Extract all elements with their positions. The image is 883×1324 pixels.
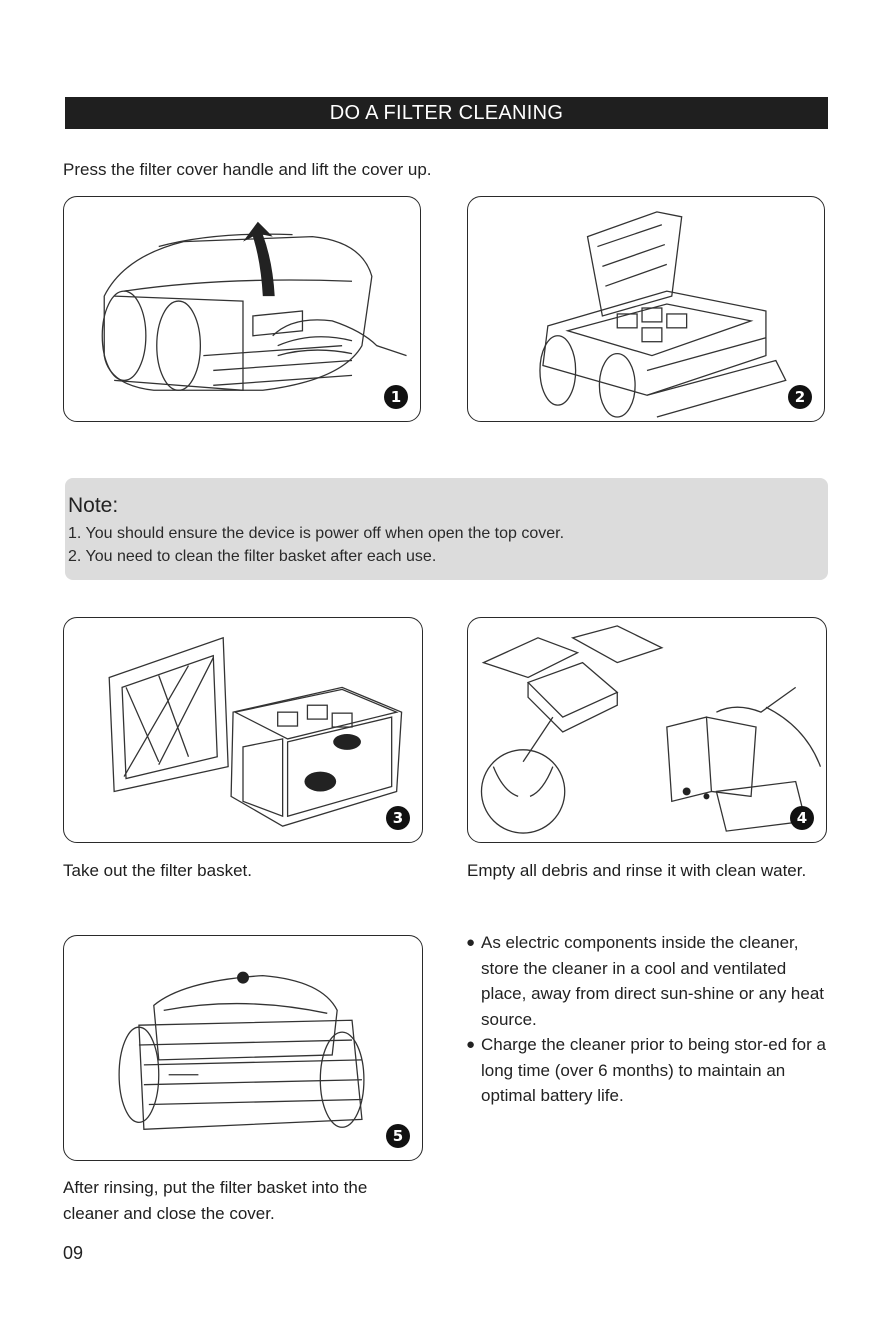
step-4-badge: 4 — [790, 806, 814, 830]
step-2-illustration: 2 — [467, 196, 825, 422]
storage-tip-text: Charge the cleaner prior to being stor-e… — [481, 1035, 826, 1105]
rinse-filter-drawing — [480, 625, 822, 834]
robot-cover-open-drawing — [539, 211, 787, 418]
storage-tip-1: ● As electric components inside the clea… — [466, 930, 836, 1032]
section-title: DO A FILTER CLEANING — [329, 101, 564, 124]
storage-tip-text: As electric components inside the cleane… — [481, 933, 825, 1029]
note-box: Note: 1. You should ensure the device is… — [65, 478, 828, 580]
step-3-badge: 3 — [386, 806, 410, 830]
robot-closed-drawing — [118, 971, 365, 1130]
step-5-badge: 5 — [386, 1124, 410, 1148]
step-3-caption: Take out the filter basket. — [63, 861, 252, 880]
step-5-illustration: 5 — [63, 935, 423, 1161]
robot-lift-handle-drawing — [101, 221, 407, 391]
note-line-1: 1. You should ensure the device is power… — [68, 525, 565, 542]
step-1-badge: 1 — [384, 385, 408, 409]
step-4-illustration: 4 — [467, 617, 827, 843]
page-number: 09 — [63, 1243, 84, 1263]
step-5-caption: After rinsing, put the filter basket int… — [63, 1178, 368, 1223]
intro-text: Press the filter cover handle and lift t… — [63, 160, 432, 179]
section-title-banner: DO A FILTER CLEANING — [65, 97, 828, 129]
step-4-caption: Empty all debris and rinse it with clean… — [467, 861, 807, 880]
storage-tip-2: ● Charge the cleaner prior to being stor… — [466, 1032, 836, 1109]
step-3-illustration: 3 — [63, 617, 423, 843]
step-1-illustration: 1 — [63, 196, 421, 422]
filter-basket-removal-drawing — [108, 636, 403, 827]
bullet-dot-icon: ● — [466, 1036, 476, 1053]
storage-tips: ● As electric components inside the clea… — [466, 930, 836, 1109]
bullet-dot-icon: ● — [466, 934, 476, 951]
note-line-2: 2. You need to clean the filter basket a… — [68, 548, 437, 565]
step-2-badge: 2 — [788, 385, 812, 409]
note-title: Note: — [68, 494, 119, 517]
